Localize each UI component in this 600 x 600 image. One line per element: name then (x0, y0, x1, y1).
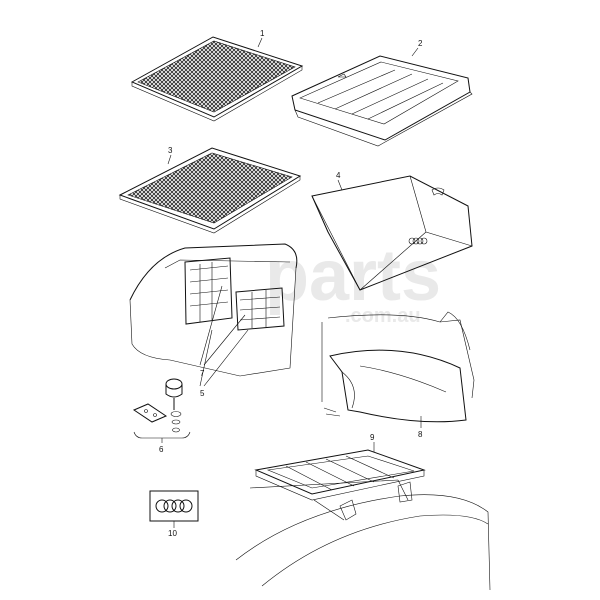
callout-6: 6 (159, 445, 164, 454)
watermark-domain: .com.au (345, 305, 421, 327)
callout-numbers: 1 2 3 4 5 6 7 8 9 10 (159, 29, 423, 538)
box-emblem (408, 237, 428, 245)
callout-8: 8 (418, 430, 423, 439)
part-10-emblem (149, 490, 199, 528)
callout-9: 9 (370, 433, 375, 442)
callout-2: 2 (418, 39, 423, 48)
callout-1: 1 (260, 29, 265, 38)
part-3-luggage-mat (118, 147, 302, 234)
part-8-bumper-blanket (321, 311, 475, 428)
part-1-floor-mat (130, 36, 304, 122)
callout-4: 4 (336, 171, 341, 180)
part-2-luggage-tray (291, 47, 473, 147)
part-6-mounting-hardware (132, 378, 191, 443)
watermark: parts .com.au (265, 236, 441, 327)
part-5-7-cargo-partition (129, 243, 298, 387)
callout-3: 3 (168, 146, 173, 155)
part-4-storage-box (311, 175, 473, 291)
callout-7: 7 (200, 369, 205, 378)
part-9-roof-basket (235, 442, 491, 591)
callout-5: 5 (200, 389, 205, 398)
callout-10: 10 (168, 529, 177, 538)
